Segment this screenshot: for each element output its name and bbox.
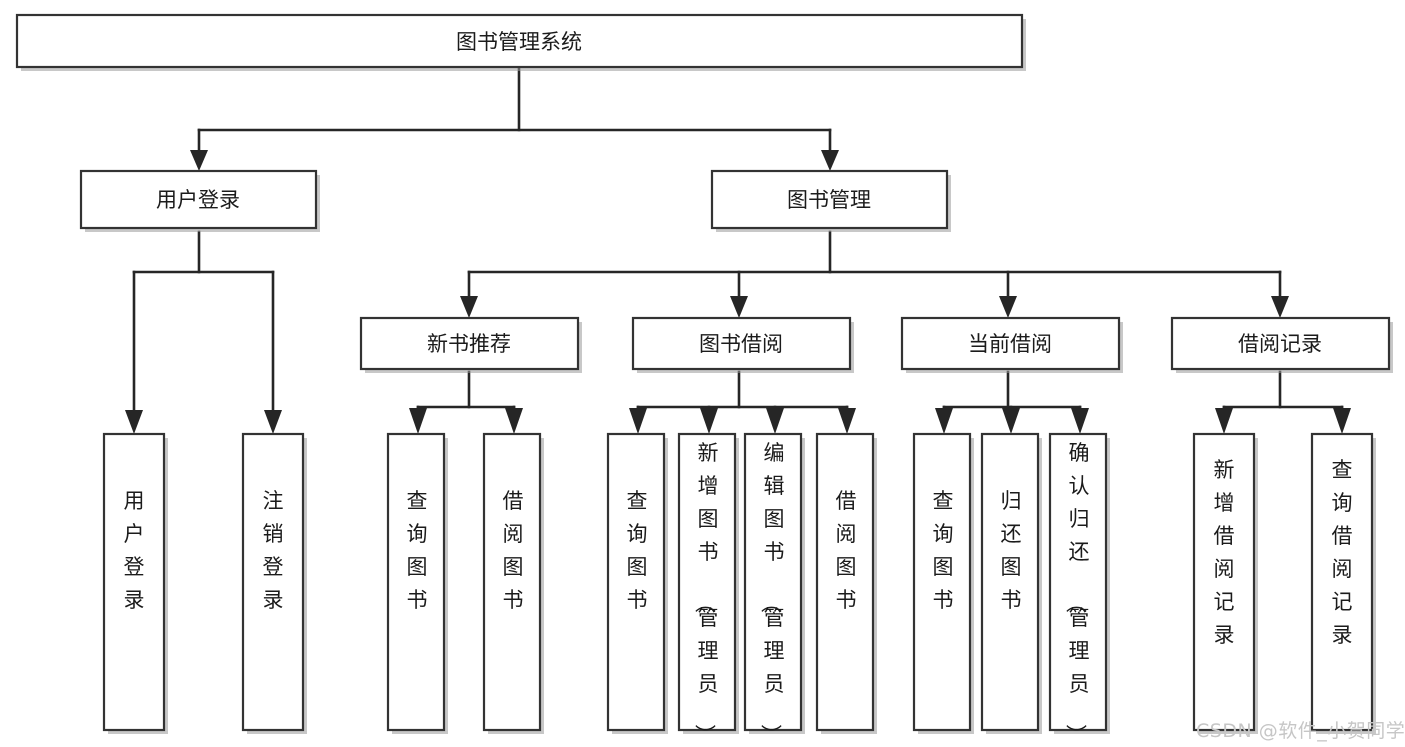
node-leaf-add-record[interactable]: 新增借阅记录 (1192, 432, 1258, 734)
node-leaf-return-book[interactable]: 归还图书 (980, 432, 1042, 734)
node-leaf-return-book-box[interactable] (980, 432, 1040, 732)
arrowhead-leaf-edit-book (766, 408, 784, 434)
node-borrow-record[interactable]: 借阅记录 (1170, 316, 1393, 373)
node-leaf-add-book[interactable]: 新增图书（管理员） (677, 432, 739, 745)
node-current-borrow-label: 当前借阅 (968, 332, 1052, 356)
node-root-label: 图书管理系统 (456, 30, 582, 54)
node-leaf-query-book-1-box[interactable] (386, 432, 446, 732)
node-leaf-borrow-book-1[interactable]: 借阅图书 (482, 432, 544, 734)
node-leaf-confirm-return[interactable]: 确认归还（管理员） (1048, 432, 1110, 745)
node-root-box[interactable] (15, 13, 1024, 69)
node-leaf-query-book-3-label: 查询图书 (933, 489, 954, 612)
node-leaf-user-login[interactable]: 用户登录 (102, 432, 168, 734)
node-leaf-borrow-book-2[interactable]: 借阅图书 (815, 432, 877, 734)
node-leaf-confirm-return-box[interactable] (1048, 432, 1108, 732)
node-book-borrow[interactable]: 图书借阅 (631, 316, 854, 373)
node-leaf-user-login-box[interactable] (102, 432, 166, 732)
node-book-borrow-box[interactable] (631, 316, 852, 371)
node-borrow-record-label: 借阅记录 (1238, 332, 1322, 356)
node-leaf-query-record-box[interactable] (1310, 432, 1374, 732)
node-leaf-query-book-2-box[interactable] (606, 432, 666, 732)
arrowhead-leaf-user-login (125, 410, 143, 434)
node-leaf-logout-label: 注销登录 (263, 489, 284, 612)
node-leaf-query-record-label: 查询借阅记录 (1332, 458, 1353, 647)
arrowhead-leaf-query-book-1 (409, 408, 427, 434)
node-leaf-edit-book[interactable]: 编辑图书（管理员） (743, 432, 805, 745)
node-current-borrow[interactable]: 当前借阅 (900, 316, 1123, 373)
node-leaf-borrow-book-2-box[interactable] (815, 432, 875, 732)
node-leaf-return-book-label: 归还图书 (1001, 489, 1022, 612)
node-leaf-confirm-return-label: 确认归还（管理员） (1064, 441, 1090, 745)
node-new-book-rec-label: 新书推荐 (427, 332, 511, 356)
node-borrow-record-box[interactable] (1170, 316, 1391, 371)
node-leaf-query-book-3-box[interactable] (912, 432, 972, 732)
connector-layer (125, 65, 1351, 434)
arrowhead-user-login (190, 150, 208, 171)
node-book-manage[interactable]: 图书管理 (710, 169, 951, 232)
node-root[interactable]: 图书管理系统 (15, 13, 1026, 71)
node-book-manage-box[interactable] (710, 169, 949, 230)
node-leaf-logout[interactable]: 注销登录 (241, 432, 307, 734)
arrowhead-leaf-borrow-book-2 (838, 408, 856, 434)
arrowhead-leaf-add-book (700, 408, 718, 434)
arrowhead-leaf-query-record (1333, 408, 1351, 434)
node-leaf-query-record[interactable]: 查询借阅记录 (1310, 432, 1376, 734)
node-leaf-borrow-book-2-label: 借阅图书 (836, 489, 857, 612)
arrowhead-leaf-add-record (1215, 408, 1233, 434)
arrowhead-leaf-logout (264, 410, 282, 434)
node-leaf-query-book-2[interactable]: 查询图书 (606, 432, 668, 734)
node-leaf-query-book-1-label: 查询图书 (407, 489, 428, 612)
arrowhead-book-borrow (730, 296, 748, 318)
node-leaf-query-book-1[interactable]: 查询图书 (386, 432, 448, 734)
node-new-book-rec-box[interactable] (359, 316, 580, 371)
arrowhead-leaf-borrow-book-1 (505, 408, 523, 434)
arrowhead-leaf-return-book (1002, 408, 1020, 434)
node-user-login-label: 用户登录 (156, 188, 240, 212)
node-leaf-edit-book-label: 编辑图书（管理员） (759, 441, 785, 745)
node-leaf-borrow-book-1-box[interactable] (482, 432, 542, 732)
node-leaf-add-record-box[interactable] (1192, 432, 1256, 732)
arrowhead-book-manage (821, 150, 839, 171)
arrowhead-new-book-rec (460, 296, 478, 318)
arrowhead-leaf-confirm-return (1071, 408, 1089, 434)
arrowhead-current-borrow (999, 296, 1017, 318)
node-leaf-query-book-2-label: 查询图书 (627, 489, 648, 612)
arrowhead-borrow-record (1271, 296, 1289, 318)
node-leaf-query-book-3[interactable]: 查询图书 (912, 432, 974, 734)
node-leaf-borrow-book-1-label: 借阅图书 (503, 489, 524, 612)
node-leaf-add-book-box[interactable] (677, 432, 737, 732)
csdn-watermark: CSDN @软件_小贺同学 (1196, 720, 1405, 742)
arrowhead-leaf-query-book-3 (935, 408, 953, 434)
node-new-book-rec[interactable]: 新书推荐 (359, 316, 582, 373)
node-leaf-edit-book-box[interactable] (743, 432, 803, 732)
node-leaf-logout-box[interactable] (241, 432, 305, 732)
node-leaf-user-login-label: 用户登录 (124, 489, 145, 612)
node-leaf-add-book-label: 新增图书（管理员） (693, 441, 719, 745)
arrowhead-leaf-query-book-2 (629, 408, 647, 434)
node-book-manage-label: 图书管理 (787, 188, 871, 212)
node-user-login-box[interactable] (79, 169, 318, 230)
node-user-login[interactable]: 用户登录 (79, 169, 320, 232)
node-book-borrow-label: 图书借阅 (699, 332, 783, 356)
node-leaf-add-record-label: 新增借阅记录 (1214, 458, 1235, 647)
node-current-borrow-box[interactable] (900, 316, 1121, 371)
